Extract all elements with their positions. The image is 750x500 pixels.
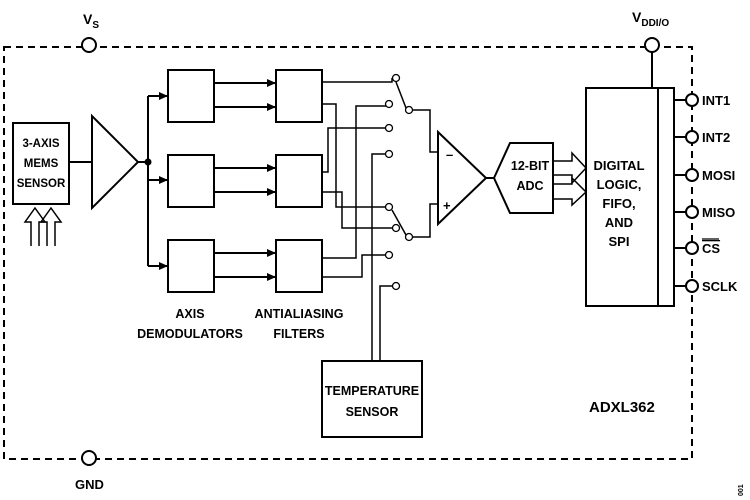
svg-text:CS: CS bbox=[702, 241, 720, 256]
svg-text:ADC: ADC bbox=[516, 179, 543, 193]
mems-sensor-block: 3-AXIS MEMS SENSOR bbox=[12, 122, 70, 205]
svg-text:SENSOR: SENSOR bbox=[17, 178, 66, 190]
stimulus-arrow-right-icon bbox=[39, 206, 63, 246]
filter-z bbox=[275, 239, 323, 293]
svg-text:–: – bbox=[446, 147, 453, 162]
svg-text:VS: VS bbox=[83, 11, 99, 31]
svg-text:3-AXIS: 3-AXIS bbox=[22, 138, 59, 150]
demodulator-y bbox=[167, 154, 215, 208]
svg-text:TEMPERATURE: TEMPERATURE bbox=[325, 384, 419, 398]
mux-switch-plus bbox=[384, 202, 444, 291]
filter-x bbox=[275, 69, 323, 123]
pin-mosi: MOSI bbox=[674, 168, 735, 183]
demodulators-label: AXIS DEMODULATORS bbox=[137, 307, 243, 341]
svg-text:GND: GND bbox=[75, 477, 104, 492]
part-number: ADXL362 bbox=[589, 399, 655, 416]
stimulus-arrow-left-icon bbox=[23, 206, 47, 246]
svg-text:FIFO,: FIFO, bbox=[602, 196, 635, 211]
svg-text:DIGITAL: DIGITAL bbox=[593, 158, 644, 173]
svg-text:AND: AND bbox=[605, 215, 633, 230]
svg-text:INT1: INT1 bbox=[702, 93, 730, 108]
svg-text:FILTERS: FILTERS bbox=[273, 327, 324, 341]
mux-switch-minus bbox=[384, 73, 444, 159]
pin-miso: MISO bbox=[674, 205, 735, 220]
filters-label: ANTIALIASING FILTERS bbox=[255, 307, 344, 341]
demodulator-x bbox=[167, 69, 215, 123]
svg-text:INT2: INT2 bbox=[702, 130, 730, 145]
pin-cs: CS bbox=[674, 238, 720, 256]
digital-logic-block: DIGITAL LOGIC, FIFO, AND SPI bbox=[585, 87, 675, 307]
figure-id: 001 bbox=[738, 484, 745, 496]
mux-wiring bbox=[322, 78, 396, 361]
svg-text:MISO: MISO bbox=[702, 205, 735, 220]
svg-text:MOSI: MOSI bbox=[702, 168, 735, 183]
pin-int1: INT1 bbox=[674, 93, 730, 108]
svg-text:AXIS: AXIS bbox=[175, 307, 204, 321]
adc-block: 12-BIT ADC bbox=[492, 142, 554, 214]
svg-text:DEMODULATORS: DEMODULATORS bbox=[137, 327, 243, 341]
svg-text:+: + bbox=[443, 198, 451, 213]
vddio-pin: VDDI/O bbox=[632, 9, 669, 88]
svg-text:SENSOR: SENSOR bbox=[346, 405, 399, 419]
svg-text:SCLK: SCLK bbox=[702, 279, 738, 294]
buffer-amplifier bbox=[91, 113, 140, 211]
vs-pin: VS bbox=[81, 11, 99, 53]
temperature-sensor-block: TEMPERATURE SENSOR bbox=[321, 360, 423, 438]
data-bus-arrow-icon bbox=[553, 151, 588, 185]
pin-sclk: SCLK bbox=[674, 279, 738, 294]
svg-text:SPI: SPI bbox=[609, 234, 630, 249]
pin-int2: INT2 bbox=[674, 130, 730, 145]
svg-text:MEMS: MEMS bbox=[24, 158, 59, 170]
svg-text:ANTIALIASING: ANTIALIASING bbox=[255, 307, 344, 321]
gnd-pin: GND bbox=[75, 450, 104, 492]
differential-amplifier: – + bbox=[437, 129, 488, 227]
demodulator-z bbox=[167, 239, 215, 293]
svg-text:LOGIC,: LOGIC, bbox=[597, 177, 642, 192]
svg-text:12-BIT: 12-BIT bbox=[511, 159, 550, 173]
filter-y bbox=[275, 154, 323, 208]
svg-text:VDDI/O: VDDI/O bbox=[632, 9, 669, 29]
